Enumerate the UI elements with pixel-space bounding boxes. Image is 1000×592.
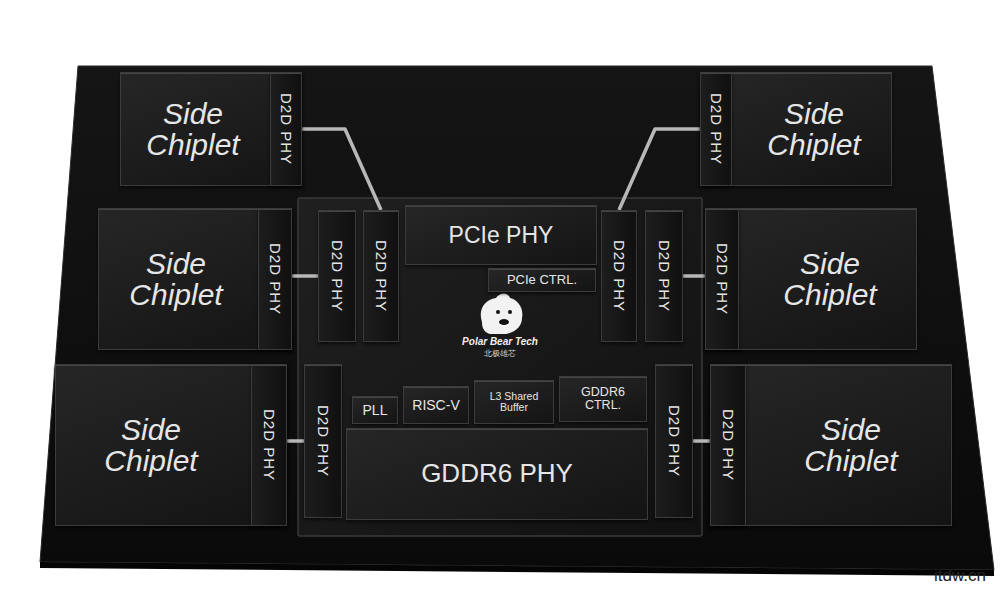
chiplet-label: Side Chiplet bbox=[770, 248, 890, 311]
phy-label: D2D PHY bbox=[267, 243, 283, 315]
d2d-phy-block: D2D PHY bbox=[258, 208, 292, 350]
chiplet-label: Side Chiplet bbox=[116, 248, 236, 311]
d2d-phy-block: D2D PHY bbox=[363, 210, 399, 342]
d2d-link bbox=[287, 439, 304, 443]
d2d-link bbox=[302, 129, 381, 210]
d2d-link bbox=[693, 439, 710, 443]
d2d-phy-block: D2D PHY bbox=[655, 364, 693, 518]
ip-block: GDDR6 PHY bbox=[346, 428, 648, 520]
phy-label: D2D PHY bbox=[720, 409, 736, 481]
d2d-phy-block: D2D PHY bbox=[700, 72, 732, 186]
chiplet-label: Side Chiplet bbox=[754, 98, 874, 161]
block-label: GDDR6 CTRL. bbox=[560, 386, 646, 412]
phy-label: D2D PHY bbox=[666, 405, 682, 477]
block-label: L3 Shared Buffer bbox=[475, 391, 553, 413]
chiplet-label: Side Chiplet bbox=[133, 98, 253, 161]
phy-label: D2D PHY bbox=[329, 240, 345, 312]
d2d-phy-block: D2D PHY bbox=[304, 364, 342, 518]
ip-block: GDDR6 CTRL. bbox=[559, 376, 647, 422]
block-label: PLL bbox=[360, 403, 391, 418]
side-chiplet: Side Chiplet D2D PHY bbox=[710, 364, 952, 526]
ip-block: PCIe CTRL. bbox=[488, 268, 596, 292]
substrate bbox=[40, 66, 994, 570]
side-chiplet: Side Chiplet D2D PHY bbox=[705, 208, 917, 350]
ip-block: PLL bbox=[352, 396, 398, 424]
ip-block: PCIe PHY bbox=[405, 205, 597, 265]
logo-text: Polar Bear Tech bbox=[455, 336, 545, 347]
bear-logo bbox=[481, 294, 523, 335]
block-label: PCIe PHY bbox=[446, 223, 557, 247]
d2d-link bbox=[619, 129, 700, 210]
block-label: PCIe CTRL. bbox=[504, 273, 580, 287]
block-label: RISC-V bbox=[409, 398, 462, 413]
d2d-phy-block: D2D PHY bbox=[645, 210, 683, 342]
phy-label: D2D PHY bbox=[278, 93, 294, 165]
side-chiplet: Side Chiplet D2D PHY bbox=[98, 208, 292, 350]
logo-text-cn: 北极雄芯 bbox=[455, 348, 545, 359]
phy-label: D2D PHY bbox=[708, 93, 724, 165]
phy-label: D2D PHY bbox=[261, 409, 277, 481]
central-die bbox=[298, 198, 702, 536]
substrate-edge bbox=[40, 562, 994, 576]
d2d-phy-block: D2D PHY bbox=[601, 210, 637, 342]
d2d-phy-block: D2D PHY bbox=[705, 208, 739, 350]
phy-label: D2D PHY bbox=[315, 405, 331, 477]
chiplet-label: Side Chiplet bbox=[791, 414, 911, 477]
d2d-phy-block: D2D PHY bbox=[251, 364, 287, 526]
side-chiplet: Side Chiplet D2D PHY bbox=[700, 72, 892, 186]
phy-label: D2D PHY bbox=[656, 240, 672, 312]
phy-label: D2D PHY bbox=[611, 240, 627, 312]
d2d-link bbox=[683, 274, 705, 278]
block-label: GDDR6 PHY bbox=[418, 460, 576, 487]
phy-label: D2D PHY bbox=[373, 240, 389, 312]
side-chiplet: Side Chiplet D2D PHY bbox=[55, 364, 287, 526]
ip-block: RISC-V bbox=[403, 386, 469, 424]
d2d-phy-block: D2D PHY bbox=[270, 72, 302, 186]
watermark: itdw.cn bbox=[920, 566, 1000, 586]
phy-label: D2D PHY bbox=[714, 243, 730, 315]
d2d-phy-block: D2D PHY bbox=[318, 210, 356, 342]
chiplet-label: Side Chiplet bbox=[91, 414, 211, 477]
side-chiplet: Side Chiplet D2D PHY bbox=[120, 72, 302, 186]
ip-block: L3 Shared Buffer bbox=[474, 380, 554, 424]
d2d-phy-block: D2D PHY bbox=[710, 364, 746, 526]
d2d-link bbox=[292, 274, 318, 278]
